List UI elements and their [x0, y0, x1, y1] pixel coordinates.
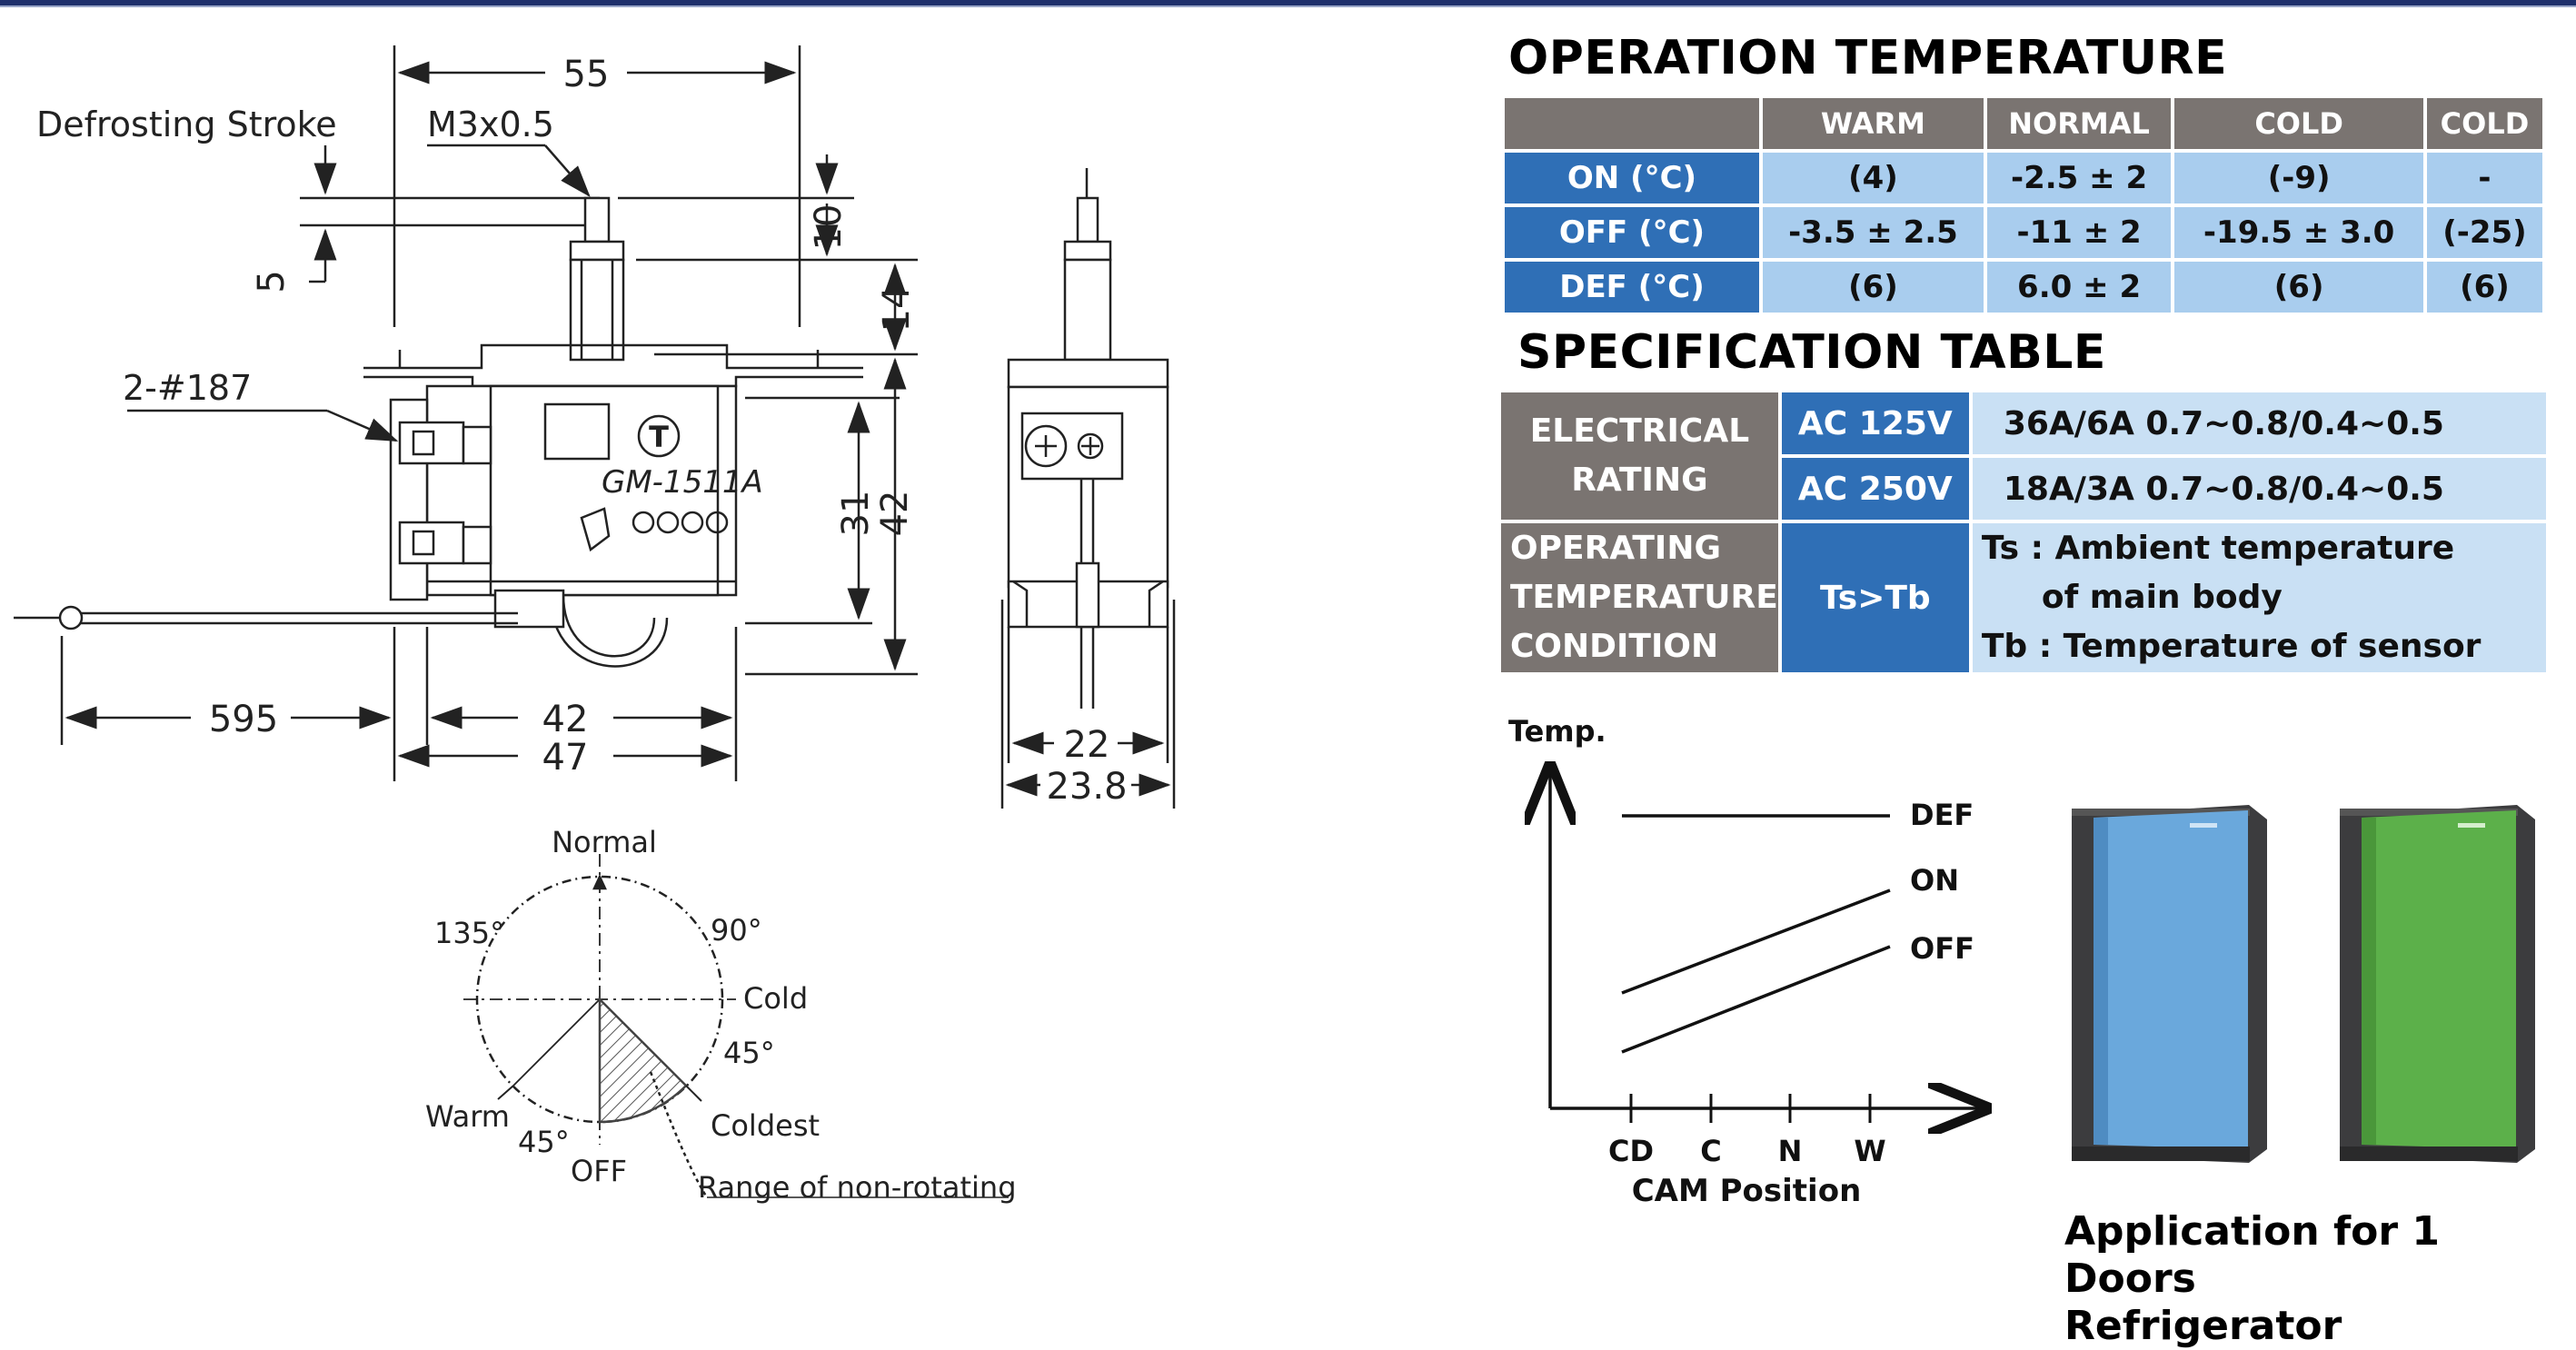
table-cell: -19.5 ± 3.0 [2174, 207, 2423, 258]
header-cell: NORMAL [1986, 98, 2172, 149]
rating-cell: 18A/3A 0.7~0.8/0.4~0.5 [1972, 458, 2546, 520]
line-label-on: ON [1910, 863, 1959, 898]
electrical-label: ELECTRICAL RATING [1501, 392, 1778, 520]
dim-595: 595 [209, 699, 278, 740]
application-caption: Application for 1 Doors Refrigerator [2064, 1208, 2573, 1350]
table-cell: (-9) [2174, 153, 2423, 203]
top-bar [0, 0, 2576, 5]
table-row: ON (°C) (4) -2.5 ± 2 (-9) - [1505, 153, 2542, 203]
top-rule [0, 5, 2576, 7]
table-cell: (-25) [2426, 207, 2542, 258]
operation-title: OPERATION TEMPERATURE [1508, 31, 2228, 85]
dial-90: 90° [711, 913, 762, 948]
terminal-label: 2-#187 [123, 368, 252, 408]
application-line1: Application for 1 Doors [2064, 1208, 2440, 1302]
table-row: AC 250V 18A/3A 0.7~0.8/0.4~0.5 [1501, 458, 2546, 520]
dial-normal: Normal [552, 825, 657, 859]
dim-22: 22 [1064, 724, 1110, 766]
dim-10: 10 [808, 204, 850, 251]
dial-cold: Cold [743, 981, 808, 1016]
spec-table: ELECTRICAL RATING AC 125V 36A/6A 0.7~0.8… [1497, 389, 2550, 676]
dim-23-8: 23.8 [1046, 766, 1127, 808]
operating-label-line3: CONDITION [1510, 628, 1719, 665]
tick-label: W [1854, 1134, 1885, 1168]
table-cell: -11 ± 2 [1986, 207, 2172, 258]
line-label-off: OFF [1910, 931, 1974, 966]
header-cell: COLD [2174, 98, 2423, 149]
condition-cell: Ts : Ambient temperature of main body Tb… [1972, 523, 2546, 672]
operating-label-line1: OPERATING [1510, 530, 1721, 567]
operating-label: OPERATING TEMPERATURE CONDITION [1501, 523, 1778, 672]
application-line2: Refrigerator [2064, 1303, 2342, 1349]
dim-47: 47 [542, 737, 589, 779]
cam-temperature-graph: Temp. CD C N W CAM Position DEF ON OFF [1508, 714, 2035, 1209]
dim-55: 55 [563, 54, 610, 95]
dim-42-horizontal: 42 [542, 699, 589, 740]
defrost-label: Defrosting Stroke [36, 104, 337, 144]
row-label: DEF (°C) [1505, 262, 1759, 313]
tick-label: CD [1608, 1134, 1654, 1168]
graph-xlabel: CAM Position [1632, 1173, 1862, 1209]
brand-logo: T [649, 420, 669, 454]
table-cell: - [2426, 153, 2542, 203]
relation-cell: Ts>Tb [1781, 523, 1969, 672]
dial-45-left: 45° [518, 1125, 570, 1159]
table-row: WARM NORMAL COLD COLD [1505, 98, 2542, 149]
operation-table: WARM NORMAL COLD COLD ON (°C) (4) -2.5 ±… [1501, 94, 2546, 316]
dial-45-right: 45° [723, 1036, 775, 1070]
condition-line1: Ts : Ambient temperature [1981, 530, 2455, 567]
table-cell: (6) [2426, 262, 2542, 313]
on-line [1621, 888, 1891, 995]
table-cell: 6.0 ± 2 [1986, 262, 2172, 313]
voltage-cell: AC 250V [1781, 458, 1969, 520]
table-row: ELECTRICAL RATING AC 125V 36A/6A 0.7~0.8… [1501, 392, 2546, 520]
table-row: OFF (°C) -3.5 ± 2.5 -11 ± 2 -19.5 ± 3.0 … [1505, 207, 2542, 258]
table-cell: -2.5 ± 2 [1986, 153, 2172, 203]
model-marking: GM-1511A [602, 464, 763, 501]
dim-42-vertical: 42 [874, 491, 916, 537]
condition-line2: of main body [2041, 579, 2283, 616]
graph-ylabel: Temp. [1508, 714, 1606, 749]
dial-range-note: Range of non-rotating [698, 1170, 1017, 1205]
header-cell [1505, 98, 1759, 149]
line-label-def: DEF [1910, 798, 1974, 832]
table-row: OPERATING TEMPERATURE CONDITION Ts>Tb Ts… [1501, 523, 2546, 672]
rating-cell: 36A/6A 0.7~0.8/0.4~0.5 [1972, 392, 2546, 454]
operating-label-line2: TEMPERATURE [1510, 579, 1778, 616]
dim-14: 14 [876, 286, 918, 333]
off-line [1621, 945, 1891, 1054]
table-cell: (6) [1763, 262, 1984, 313]
dial-135: 135° [434, 916, 504, 950]
refrigerator-images [2072, 805, 2535, 1163]
dial-coldest: Coldest [711, 1108, 820, 1143]
dim-m3: M3x0.5 [427, 104, 554, 144]
blue-refrigerator [2072, 805, 2267, 1163]
table-cell: (4) [1763, 153, 1984, 203]
green-refrigerator [2340, 805, 2535, 1163]
row-label: ON (°C) [1505, 153, 1759, 203]
table-cell: -3.5 ± 2.5 [1763, 207, 1984, 258]
dim-5: 5 [251, 270, 293, 293]
voltage-cell: AC 125V [1781, 392, 1969, 454]
tick-label: N [1778, 1134, 1803, 1168]
tick-label: C [1700, 1134, 1721, 1168]
dial-off: OFF [571, 1154, 627, 1188]
dial-warm: Warm [425, 1099, 510, 1134]
header-cell: COLD [2426, 98, 2542, 149]
condition-line3: Tb : Temperature of sensor [1981, 628, 2482, 665]
table-cell: (6) [2174, 262, 2423, 313]
dim-31: 31 [835, 491, 877, 537]
table-row: DEF (°C) (6) 6.0 ± 2 (6) (6) [1505, 262, 2542, 313]
electrical-label-line2: RATING [1571, 462, 1708, 499]
thermostat-drawing: 55 M3x0.5 Defrosting Stroke 10 5 14 31 4… [14, 45, 1176, 1205]
row-label: OFF (°C) [1505, 207, 1759, 258]
electrical-label-line1: ELECTRICAL [1529, 412, 1750, 450]
header-cell: WARM [1763, 98, 1984, 149]
spec-title: SPECIFICATION TABLE [1517, 325, 2106, 380]
